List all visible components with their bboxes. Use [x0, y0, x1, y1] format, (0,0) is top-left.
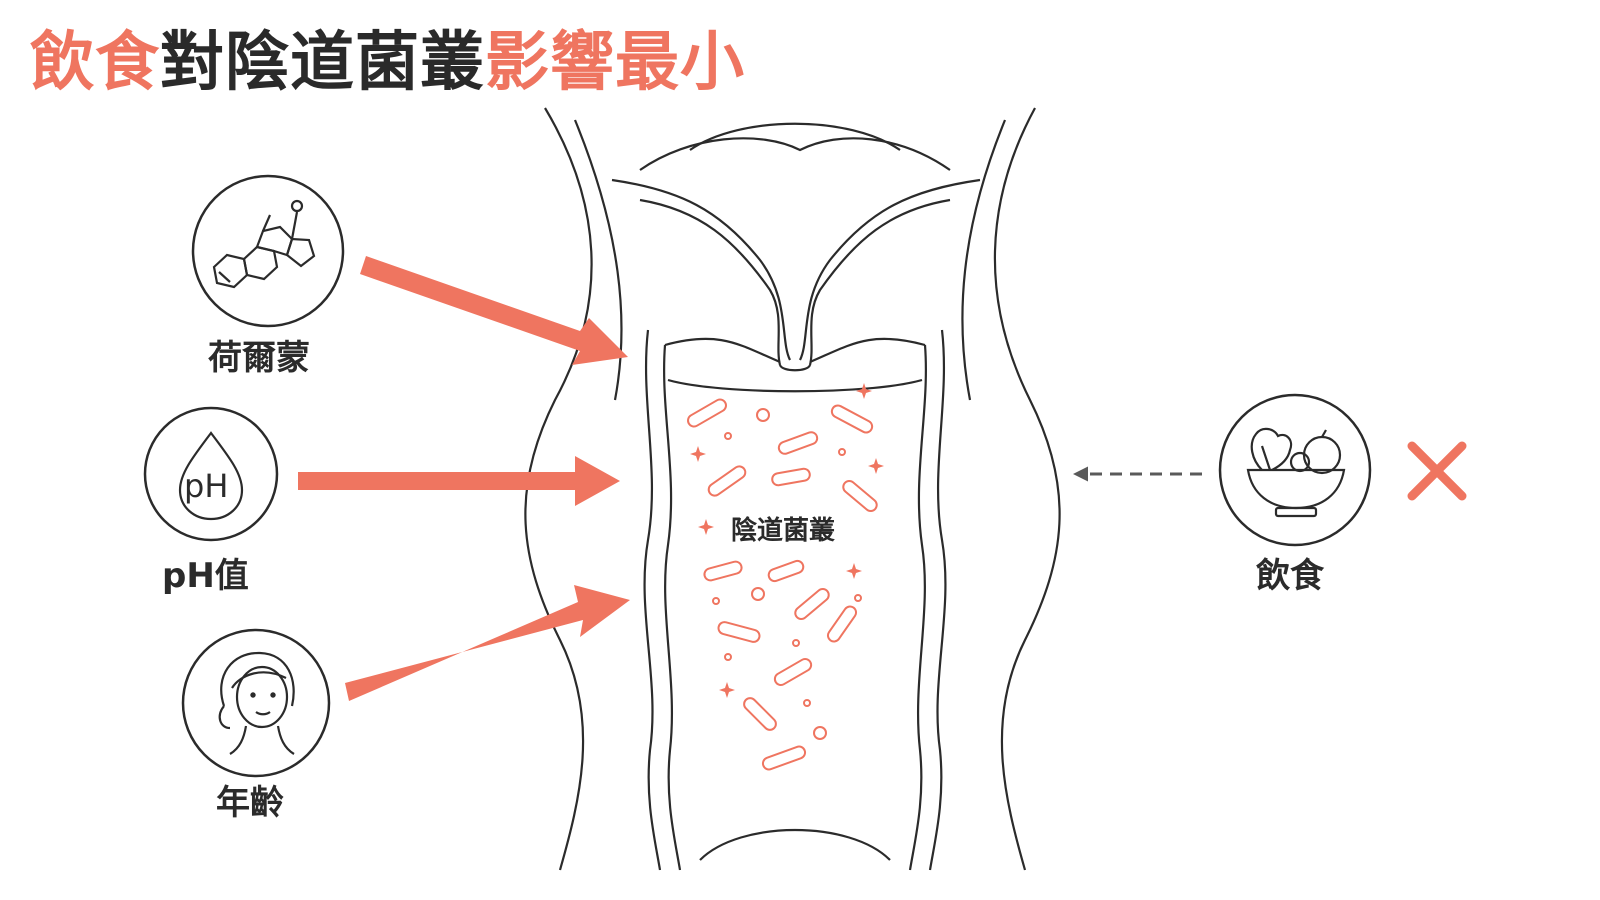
ph-icon-text: pH: [184, 467, 229, 505]
bacterium: [842, 480, 878, 512]
woman-face-icon: [218, 651, 295, 755]
sparkle-icon: [868, 458, 884, 474]
coccus: [712, 597, 720, 605]
sparkle-icon: [846, 563, 862, 579]
bacterium: [794, 588, 830, 620]
coccus: [854, 594, 862, 602]
factor-label-ph: pH值: [162, 556, 249, 596]
diet-icon-badge: [1218, 393, 1372, 547]
title-part-subject: 對陰道菌叢: [160, 26, 485, 100]
bacterium: [707, 465, 747, 497]
bacterium: [826, 605, 858, 643]
sparkle-icon: [698, 519, 714, 535]
cocci-group: [712, 408, 862, 740]
uterus-outline: [611, 122, 981, 372]
factor-arrows: [298, 256, 630, 701]
title-part-conclusion: 影響最小: [485, 26, 745, 100]
bacterium: [830, 404, 874, 434]
factor-label-age: 年齡: [216, 783, 284, 823]
bacterium: [777, 431, 819, 455]
coccus: [751, 587, 765, 601]
body-outline: [524, 107, 1061, 871]
ph-icon-badge: [143, 406, 279, 542]
sparkle-icon: [690, 446, 706, 462]
hormone-icon-badge: [191, 174, 345, 328]
sparkle-group: [690, 383, 884, 698]
bacterium: [773, 658, 813, 686]
arrow-age: [345, 585, 630, 701]
food-bowl-icon: [1246, 427, 1346, 518]
coccus: [724, 432, 732, 440]
coccus: [724, 653, 732, 661]
sparkle-icon: [856, 383, 872, 399]
age-icon-badge: [181, 628, 331, 778]
bacteria-group: [687, 398, 878, 771]
page-title: 飲食對陰道菌叢影響最小: [30, 18, 745, 108]
coccus: [813, 726, 827, 740]
coccus: [792, 639, 800, 647]
bacterium: [761, 745, 807, 771]
title-part-diet: 飲食: [30, 26, 160, 100]
factor-label-hormone: 荷爾蒙: [208, 338, 310, 378]
coccus: [803, 699, 811, 707]
cross-icon: [1407, 441, 1467, 501]
arrow-hormone: [360, 256, 628, 365]
sparkle-icon: [719, 682, 735, 698]
bacterium: [703, 560, 743, 582]
bacterium: [717, 621, 761, 643]
flora-label: 陰道菌叢: [731, 516, 836, 546]
steroid-molecule-icon: [212, 199, 316, 289]
bacterium: [771, 467, 811, 487]
vaginal-canal-outline: [643, 329, 947, 871]
diet-label: 飲食: [1256, 556, 1324, 596]
arrow-ph: [298, 456, 620, 506]
bacterium: [687, 398, 727, 428]
bacterium: [743, 697, 777, 731]
bacterium: [767, 559, 805, 583]
ph-drop-icon: [178, 431, 244, 521]
coccus: [838, 448, 846, 456]
coccus: [756, 408, 770, 422]
